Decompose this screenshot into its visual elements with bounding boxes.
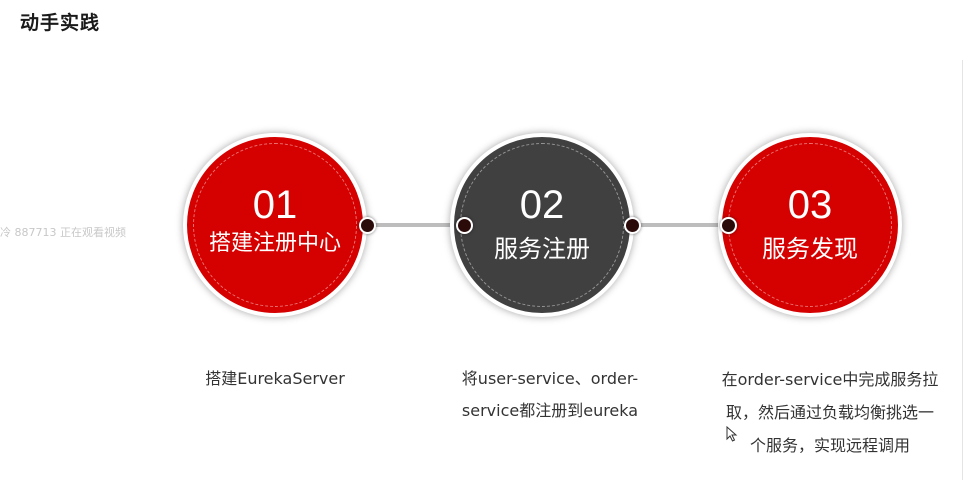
slide-edge-divider: [962, 60, 963, 480]
connector-dot-4: [720, 217, 737, 234]
step-label-2: 服务注册: [494, 235, 590, 263]
description-line: 将user-service、order-: [461, 369, 639, 388]
description-line: 取，然后通过负载均衡挑选一: [725, 403, 934, 422]
step-description-1: 搭建EurekaServer: [150, 363, 400, 395]
step-label-1: 搭建注册中心: [208, 231, 341, 256]
mouse-pointer-icon: [726, 426, 738, 442]
connector-dot-3: [624, 217, 641, 234]
viewer-watermark: 冷 887713 正在观看视频: [0, 226, 126, 239]
step-number-3: 03: [787, 183, 833, 227]
description-line: 搭建EurekaServer: [205, 369, 345, 388]
description-line: 个服务，实现远程调用: [749, 436, 910, 455]
page-title: 动手实践: [20, 12, 101, 34]
connector-line-2-3: [630, 223, 726, 227]
connector-line-1-2: [366, 223, 462, 227]
step-circle-1: 01 搭建注册中心: [183, 133, 367, 317]
step-number-2: 02: [519, 183, 565, 227]
step-circle-3: 03 服务发现: [718, 133, 902, 317]
step-description-3: 在order-service中完成服务拉 取，然后通过负载均衡挑选一 个服务，实…: [705, 363, 955, 462]
description-line: 在order-service中完成服务拉: [721, 370, 939, 389]
step-label-3: 服务发现: [762, 235, 858, 263]
description-line: service都注册到eureka: [461, 401, 639, 420]
step-number-1: 01: [252, 183, 298, 227]
connector-dot-1: [359, 217, 376, 234]
step-circle-2: 02 服务注册: [450, 133, 634, 317]
step-description-2: 将user-service、order- service都注册到eureka: [425, 363, 675, 427]
connector-dot-2: [456, 217, 473, 234]
